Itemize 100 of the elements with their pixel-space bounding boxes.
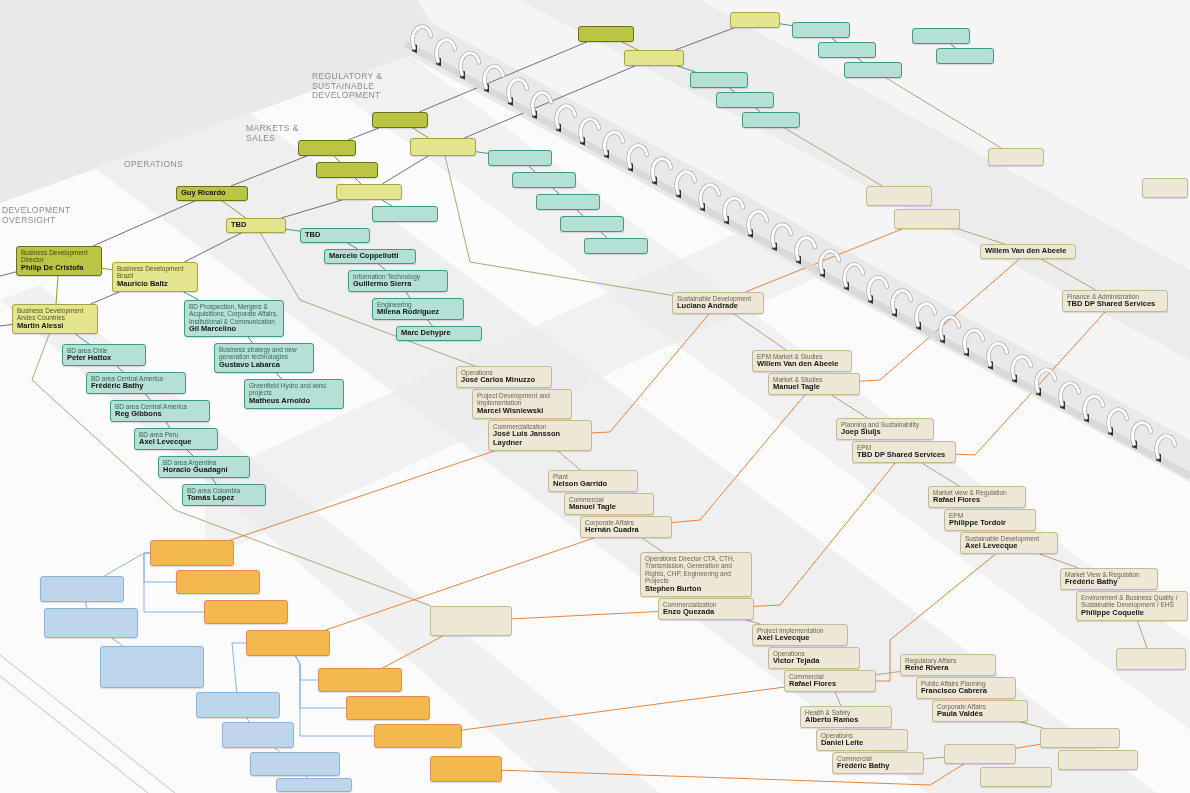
org-chart-box (932, 700, 1028, 723)
connector-line (230, 155, 308, 187)
connector-line (1015, 743, 1041, 749)
connector-line (671, 394, 806, 524)
connector-line (444, 155, 673, 296)
org-chart-box (752, 350, 852, 373)
org-chart-box (244, 379, 344, 409)
org-chart-box (836, 418, 934, 441)
org-chart-box (730, 12, 780, 28)
org-chart-box (1058, 750, 1138, 770)
org-chart-box (832, 752, 924, 775)
org-chart-box (134, 428, 218, 451)
org-chart-box (936, 48, 994, 64)
section-heading: REGULATORY & SUSTAINABLE DEVELOPMENT (312, 72, 384, 101)
org-chart-box (226, 218, 286, 233)
org-chart-box (624, 50, 684, 66)
org-chart-box (792, 22, 850, 38)
connector-line (103, 552, 151, 577)
section-heading: DEVELOPMENT OVERSIGHT (2, 206, 72, 226)
org-chart-box (960, 532, 1058, 555)
org-chart-box (214, 343, 314, 373)
connector-line (885, 77, 1002, 149)
section-heading: OPERATIONS (124, 160, 185, 170)
connector-line (426, 319, 434, 327)
connector-line (111, 637, 124, 647)
org-chart-box (928, 486, 1026, 509)
org-chart-box (430, 756, 502, 782)
org-chart-box (1142, 178, 1188, 198)
connector-line (183, 232, 242, 263)
connector-line (921, 462, 960, 487)
connector-line (1040, 258, 1097, 291)
org-chart-box (1060, 568, 1158, 591)
connector-line (84, 601, 88, 609)
org-chart-box (816, 729, 908, 752)
connector-line (230, 450, 495, 541)
connector-line (591, 313, 710, 434)
org-chart-box (512, 172, 576, 188)
org-chart-box (316, 162, 378, 178)
connector-line (381, 155, 429, 185)
connector-line (347, 127, 380, 141)
org-chart-box (62, 344, 146, 367)
org-chart-box (640, 552, 752, 597)
org-chart-box (944, 509, 1036, 532)
org-chart-box (560, 216, 624, 232)
connector-line (305, 775, 309, 779)
org-chart-box (372, 206, 438, 222)
org-chart-box (912, 28, 970, 44)
connector-line (511, 611, 659, 620)
org-chart-box (346, 696, 430, 720)
org-chart-box (40, 576, 124, 602)
connector-line (923, 756, 945, 760)
connector-line (347, 242, 358, 250)
connector-line (950, 43, 956, 49)
connector-line (0, 271, 17, 277)
connector-line (552, 187, 560, 195)
org-chart-box (204, 600, 288, 624)
connector-line (74, 333, 90, 345)
org-chart-box (176, 570, 260, 594)
connector-line (733, 313, 787, 351)
connector-line (285, 228, 301, 232)
org-chart-box (300, 228, 370, 243)
org-chart-box (324, 249, 416, 264)
connector-line (143, 552, 205, 613)
org-chart-box (12, 304, 98, 334)
connector-line (31, 333, 432, 607)
org-chart-box (672, 292, 764, 315)
org-chart-box (768, 647, 860, 670)
connector-line (745, 619, 761, 625)
connector-line (875, 553, 996, 682)
connector-line (677, 65, 696, 73)
org-chart-box (742, 112, 800, 128)
org-chart-box (818, 42, 876, 58)
org-chart-box (348, 270, 448, 293)
connector-line (957, 228, 1006, 245)
org-chart-box (456, 366, 552, 389)
connector-line (744, 228, 903, 293)
org-chart-box (246, 630, 330, 656)
connector-line (90, 291, 120, 305)
connector-line (354, 177, 362, 185)
org-chart-box (372, 298, 464, 321)
org-chart-box (536, 194, 600, 210)
connector-line (753, 462, 896, 607)
connector-line (955, 311, 1106, 456)
connector-line (333, 155, 341, 163)
connector-line (856, 57, 864, 63)
connector-line (830, 37, 838, 43)
connector-line (280, 199, 343, 219)
connector-line (600, 231, 608, 239)
connector-line (418, 41, 588, 113)
org-chart-box (988, 148, 1044, 166)
org-chart-box (176, 186, 248, 201)
connector-line (1136, 620, 1148, 649)
org-chart-box (980, 767, 1052, 787)
org-chart-box (410, 138, 476, 156)
org-chart-box (250, 752, 340, 776)
org-chart-box (844, 62, 902, 78)
connector-line (475, 151, 489, 154)
org-chart-box (298, 140, 356, 156)
connector-line (674, 27, 735, 51)
org-chart-box (374, 724, 462, 748)
